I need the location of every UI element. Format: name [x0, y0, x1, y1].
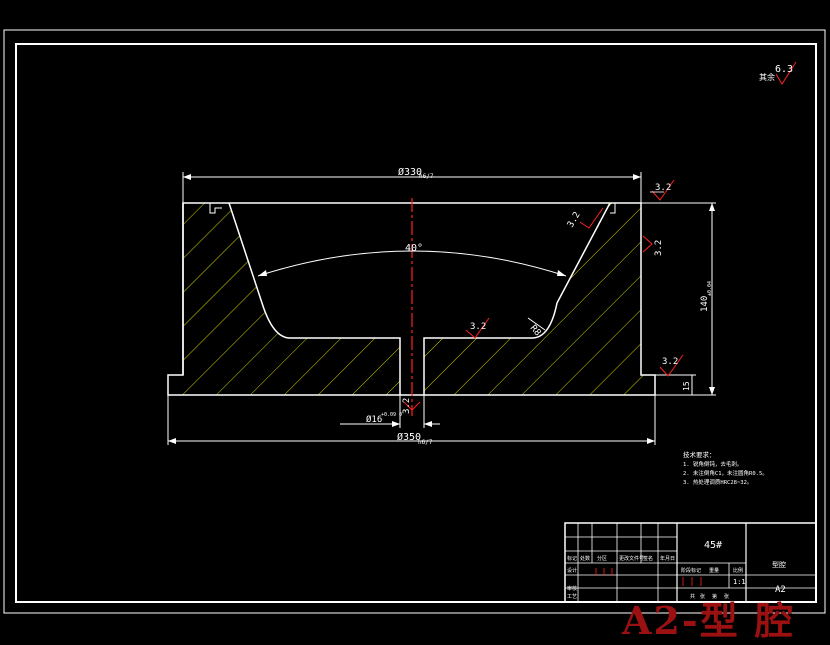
svg-text:3.2: 3.2	[655, 183, 671, 193]
svg-text:其余: 其余	[759, 72, 775, 82]
technical-notes: 技术要求： 1. 锐角倒钝，去毛刺。 2. 未注倒角C1，未注圆角R0.5。 3…	[683, 450, 768, 486]
svg-text:审核: 审核	[567, 585, 577, 592]
svg-text:h6/7: h6/7	[418, 439, 433, 446]
svg-text:处数: 处数	[580, 555, 590, 562]
roughness-general: 6.3 其余	[759, 61, 797, 85]
svg-text:第: 第	[712, 593, 717, 600]
svg-text:3. 热处理调质HRC28~32。: 3. 热处理调质HRC28~32。	[683, 478, 752, 486]
roughness-bottom-right: 3.2	[659, 354, 684, 377]
svg-text:阶段标记: 阶段标记	[681, 567, 701, 574]
outer-frame	[3, 29, 826, 614]
roughness-right: 3.2	[642, 235, 664, 256]
svg-text:+0.09 0: +0.09 0	[381, 412, 402, 418]
title-block: 45# 型腔 A2 1:1 标记 设计 审核 工艺 处数 分区 更改文件号 签名…	[564, 522, 817, 603]
step-dim: 15	[655, 374, 696, 395]
roughness-cavity-bottom: 3.2	[465, 317, 490, 339]
svg-text:技术要求：: 技术要求：	[683, 450, 716, 459]
scale-label: 1:1	[733, 578, 746, 586]
bottom-diameter-dim: Ø350 h6/7	[167, 395, 656, 446]
svg-text:3.2: 3.2	[566, 210, 583, 229]
svg-text:比例: 比例	[733, 567, 743, 574]
svg-text:3.2: 3.2	[470, 322, 486, 332]
material-label: 45#	[704, 540, 722, 551]
roughness-hole: 3.2	[402, 398, 421, 414]
part-name-label: 型腔	[772, 560, 786, 569]
svg-text:标记: 标记	[567, 555, 577, 562]
svg-text:1. 锐角倒钝，去毛刺。: 1. 锐角倒钝，去毛刺。	[683, 460, 742, 468]
sheet-size-label: A2	[775, 585, 786, 595]
svg-text:2. 未注倒角C1，未注圆角R0.5。: 2. 未注倒角C1，未注圆角R0.5。	[683, 469, 768, 477]
svg-text:3.2: 3.2	[662, 357, 678, 367]
watermark-text: A2-型 腔	[622, 598, 795, 643]
svg-text:年月日: 年月日	[660, 555, 675, 562]
svg-text:分区: 分区	[597, 555, 607, 562]
svg-text:重量: 重量	[709, 567, 719, 574]
svg-text:设计: 设计	[567, 567, 577, 574]
svg-text:6.3: 6.3	[775, 64, 793, 75]
svg-text:15: 15	[682, 381, 691, 391]
svg-text:共: 共	[690, 593, 695, 600]
svg-text:Ø16: Ø16	[366, 414, 382, 425]
hole-diameter-dim: Ø16 +0.09 0	[340, 395, 440, 428]
angle-arc	[257, 250, 567, 277]
svg-text:更改文件号: 更改文件号	[619, 555, 644, 562]
svg-text:工艺: 工艺	[567, 594, 577, 600]
svg-text:签名: 签名	[643, 555, 653, 562]
svg-text:张: 张	[724, 593, 729, 600]
roughness-top: 3.2	[650, 179, 675, 201]
svg-text:3.2: 3.2	[654, 240, 664, 256]
inner-frame	[15, 43, 817, 603]
height-dim: 140 ±0.04	[641, 202, 716, 396]
svg-text:Ø350: Ø350	[397, 431, 421, 443]
svg-text:h6/7: h6/7	[419, 173, 434, 180]
svg-text:张: 张	[700, 593, 705, 600]
angle-label: 40°	[405, 243, 423, 254]
svg-text:3.2: 3.2	[402, 398, 412, 414]
svg-text:±0.04: ±0.04	[707, 281, 713, 296]
top-diameter-dim: Ø330 h6/7	[182, 166, 642, 203]
svg-text:Ø330: Ø330	[398, 166, 422, 178]
svg-text:140: 140	[700, 296, 710, 312]
